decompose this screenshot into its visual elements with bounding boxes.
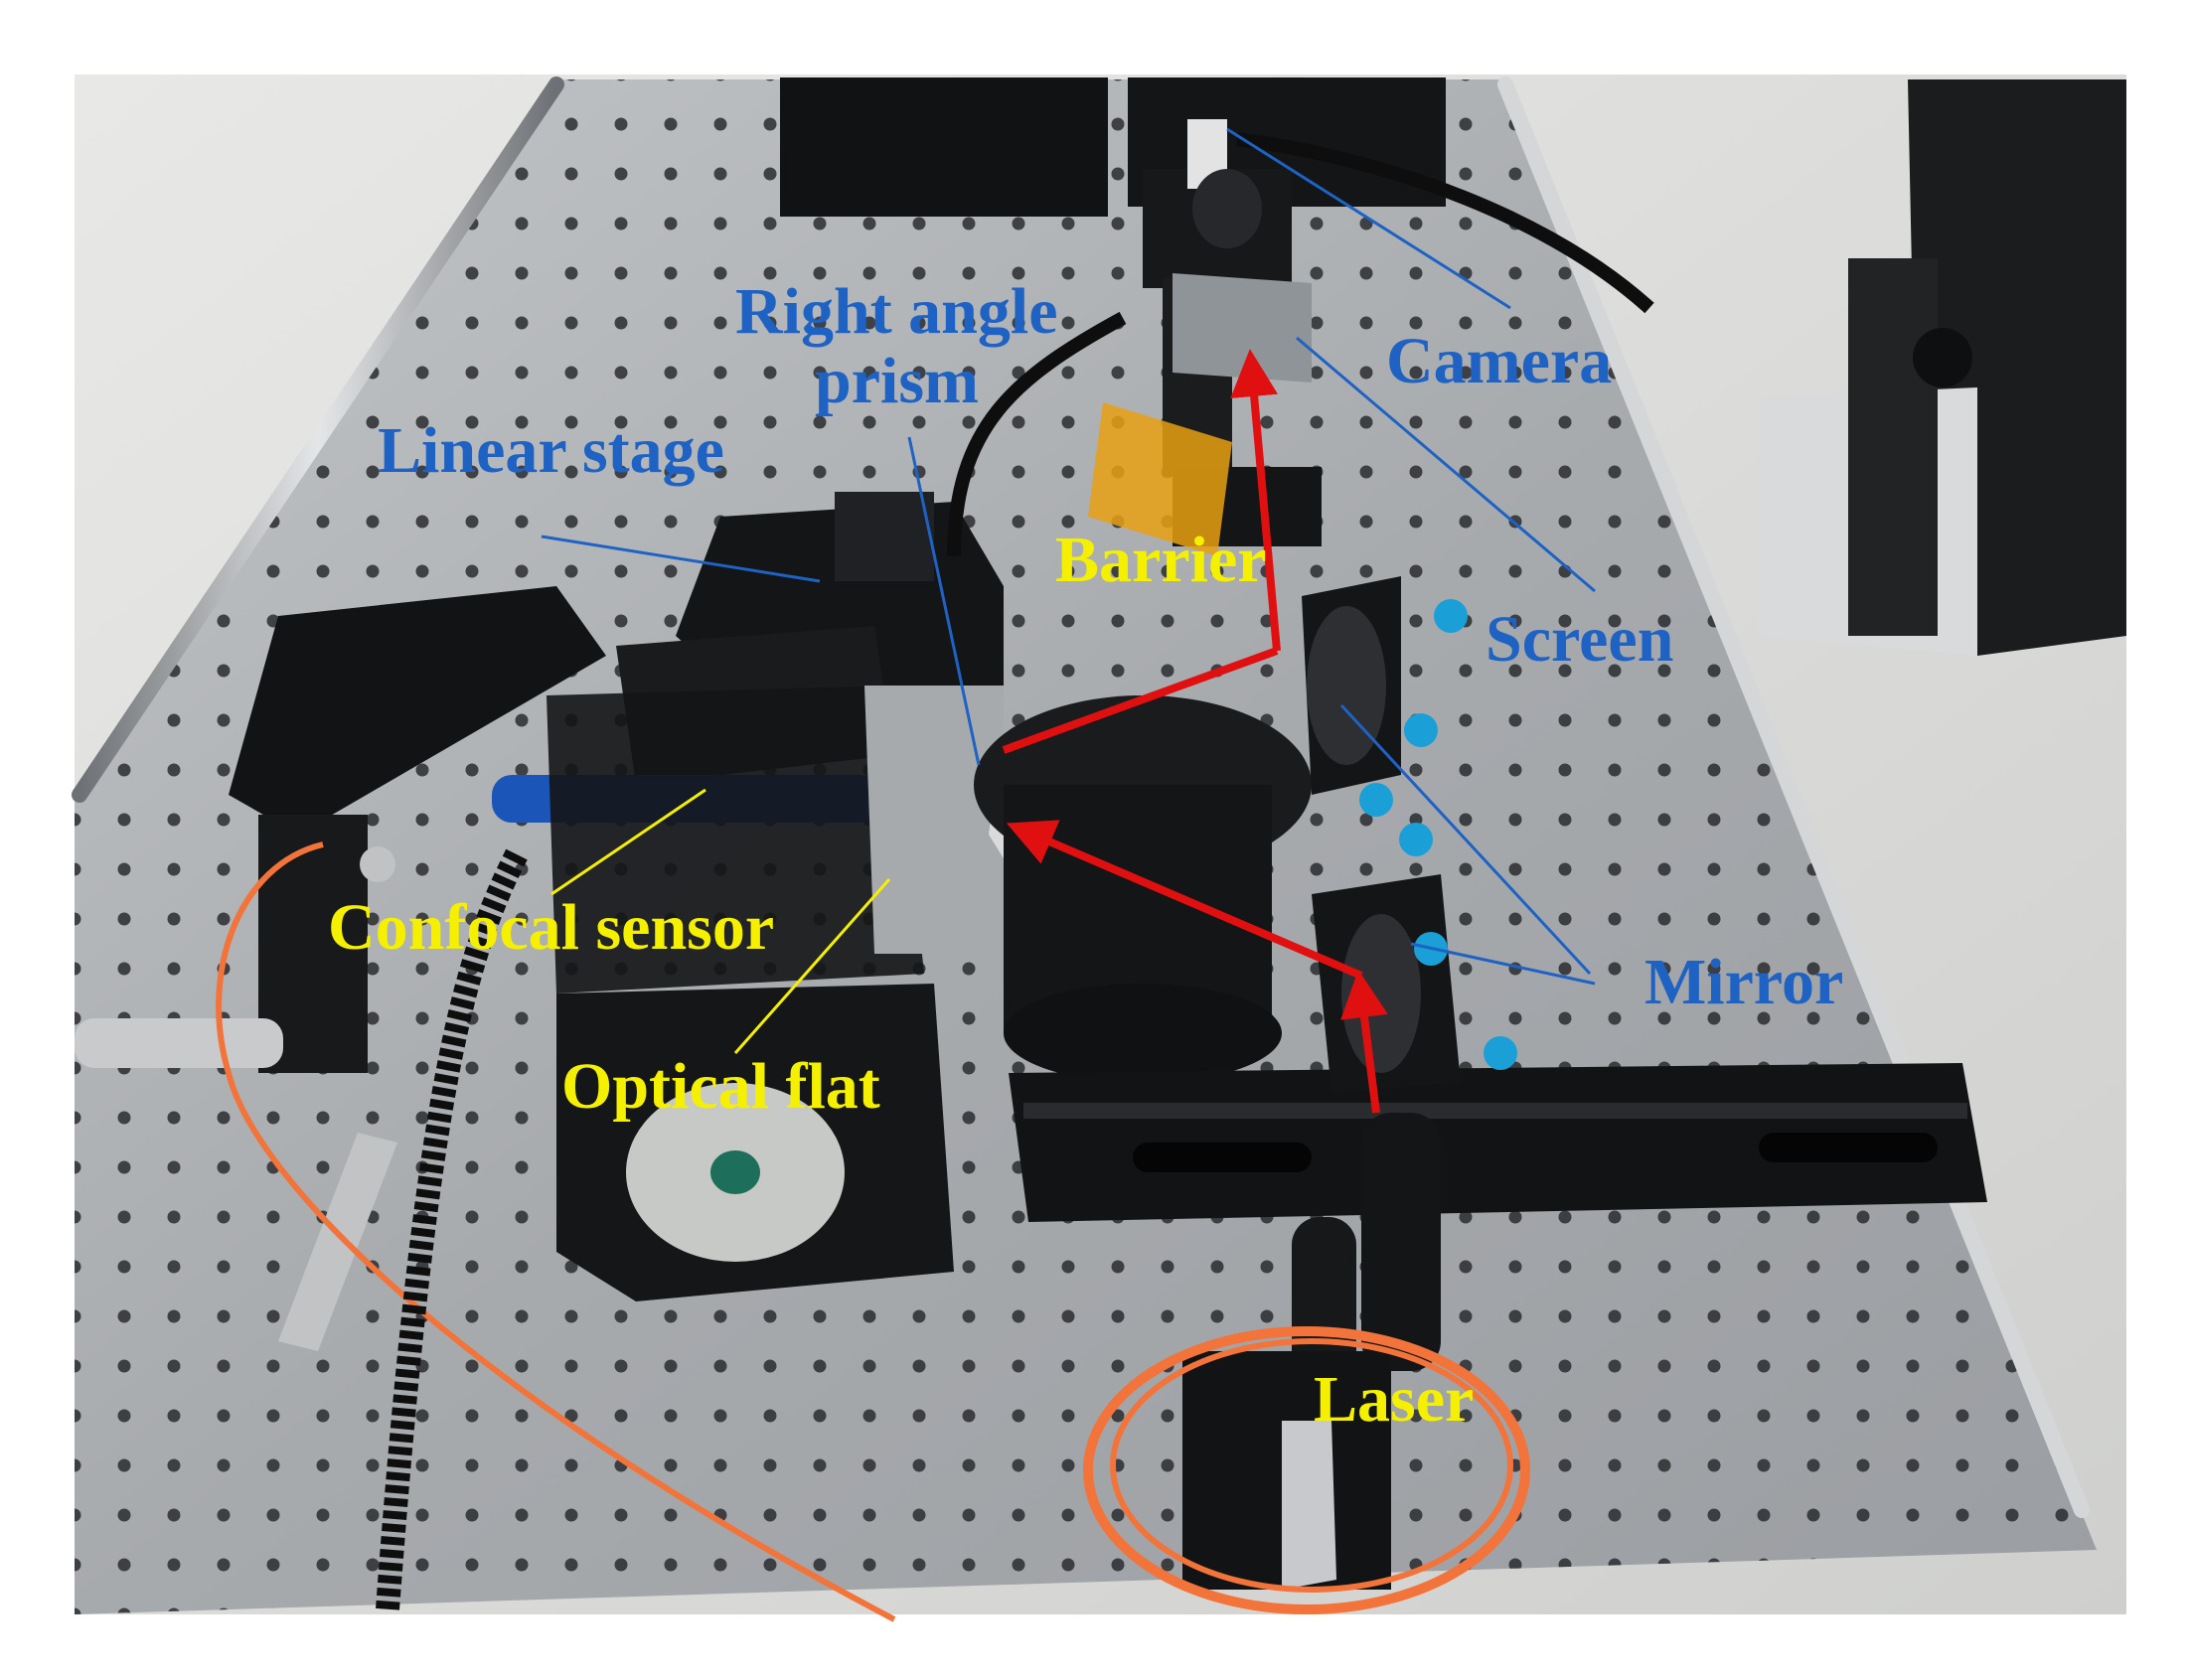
- label-mirror: Mirror: [1644, 946, 1843, 1018]
- label-camera: Camera: [1386, 325, 1612, 397]
- leader-camera: [1226, 127, 1511, 310]
- beam-arrow-mirror-to-screen: [1230, 349, 1281, 652]
- label-laser: Laser: [1314, 1363, 1474, 1436]
- long-rail: [1009, 1063, 1987, 1222]
- callout-lines: [541, 127, 1596, 1054]
- orange-fiber-left: [216, 841, 896, 1622]
- leader-confocal-sensor: [550, 788, 706, 896]
- label-screen: Screen: [1486, 603, 1673, 676]
- black-box-left: [780, 77, 1108, 217]
- table-rail-right: [1497, 76, 2090, 1518]
- micrometer-bottom: [278, 1133, 397, 1351]
- label-confocal-sensor: Confocal sensor: [328, 891, 774, 964]
- label-linear-stage: Linear stage: [378, 414, 724, 487]
- leader-linear-stage: [541, 535, 821, 583]
- label-right-angle-prism-line2: prism: [815, 345, 979, 417]
- black-corrugated-cable: [376, 848, 528, 1610]
- label-optical-flat: Optical flat: [561, 1050, 880, 1123]
- rotation-stage: [974, 695, 1312, 1083]
- leader-right-angle-prism: [907, 436, 981, 766]
- blue-labels: Right angle prism Camera Linear stage Sc…: [378, 275, 1843, 1018]
- beam-path: [1002, 349, 1388, 1114]
- camera-cables: [1236, 132, 1654, 314]
- leader-screen: [1296, 336, 1596, 593]
- micrometer-left: [75, 1018, 283, 1068]
- barrier-filter: [1088, 402, 1232, 556]
- screen-plate: [1173, 273, 1312, 382]
- laser-module: [1182, 1113, 1441, 1590]
- leader-mirror-upper: [1339, 703, 1592, 976]
- leader-optical-flat: [733, 878, 891, 1054]
- table-rail-left: [72, 76, 564, 803]
- prism-block: [864, 686, 1004, 954]
- sensor-mount-block: [547, 686, 924, 993]
- beam-arrow-prism-to-mirror: [1002, 647, 1279, 754]
- monitor: [1759, 79, 2126, 656]
- beam-arrow-mirror-to-prism: [1006, 820, 1363, 980]
- beam-arrow-laser-to-mirror: [1340, 970, 1388, 1114]
- label-right-angle-prism-line1: Right angle: [735, 275, 1058, 348]
- label-barrier: Barrier: [1055, 524, 1267, 596]
- black-cable-top: [947, 311, 1127, 557]
- yellow-labels: Barrier Confocal sensor Optical flat Las…: [328, 524, 1474, 1436]
- leader-mirror-lower: [1410, 942, 1596, 986]
- orange-fiber-coil: [1083, 1326, 1530, 1614]
